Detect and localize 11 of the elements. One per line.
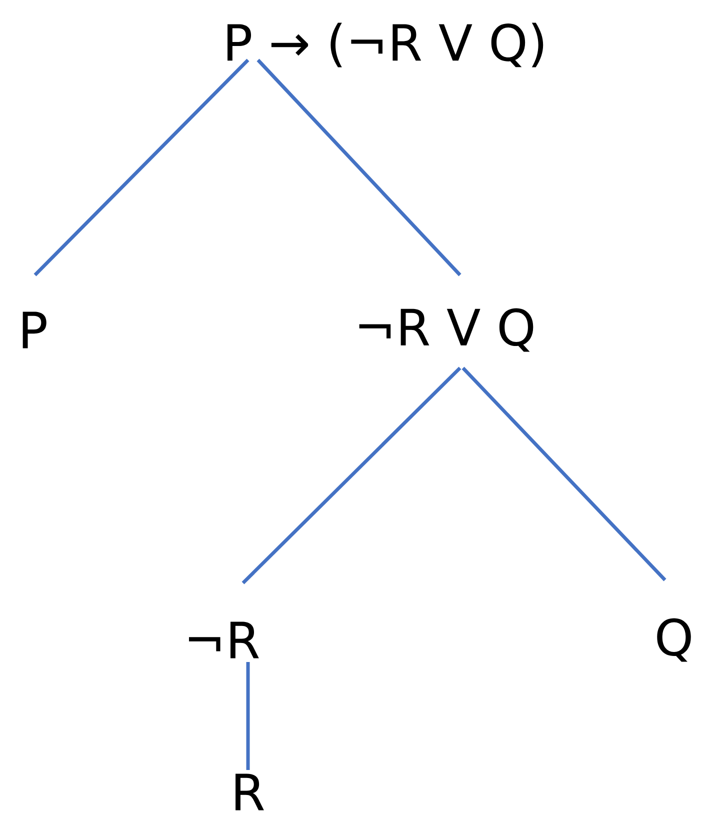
formula-text: Q: [657, 618, 691, 662]
formula-text: P: [22, 312, 46, 348]
tree-branch: [256, 58, 462, 276]
formula-text: P → (¬R V Q): [228, 22, 544, 68]
formula-text: ¬R V Q: [359, 308, 534, 352]
tree-branch: [462, 366, 666, 582]
formula-text: R: [236, 774, 264, 810]
tree-branch: [246, 662, 250, 770]
tree-branch: [34, 58, 250, 276]
tree-branch: [242, 366, 462, 584]
formula-text: ¬R: [188, 622, 259, 658]
